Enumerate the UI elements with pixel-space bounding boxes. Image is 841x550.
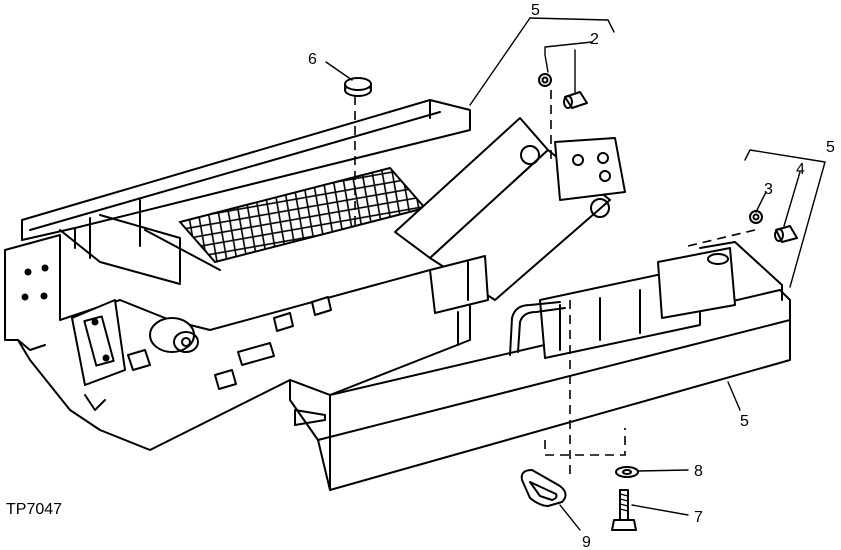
leader-lines	[325, 17, 826, 531]
grommet-part-9	[520, 469, 567, 507]
callout-9: 9	[582, 534, 591, 550]
callout-3: 3	[764, 181, 773, 198]
pin-part-4	[774, 225, 798, 243]
callout-4: 4	[796, 161, 805, 178]
callout-5-top: 5	[531, 2, 540, 19]
callout-5-bottom: 5	[740, 413, 749, 430]
pin-part-upper	[563, 91, 588, 109]
assembly-lines	[354, 90, 756, 480]
callouts: 5 2 6 5 4 3 5 8 7 9	[308, 2, 835, 550]
figure-id-label: TP7047	[6, 501, 62, 518]
main-frame	[4, 99, 791, 491]
callout-7: 7	[694, 509, 703, 526]
callout-5-right: 5	[826, 139, 835, 156]
callout-2: 2	[590, 31, 599, 48]
callout-8: 8	[694, 463, 703, 480]
nut-part-upper	[538, 73, 552, 87]
plug-part-6	[344, 77, 372, 97]
callout-6: 6	[308, 51, 317, 68]
bolt-part-7	[611, 489, 637, 531]
washer-part-8	[615, 466, 639, 478]
nut-part-3	[749, 210, 763, 224]
